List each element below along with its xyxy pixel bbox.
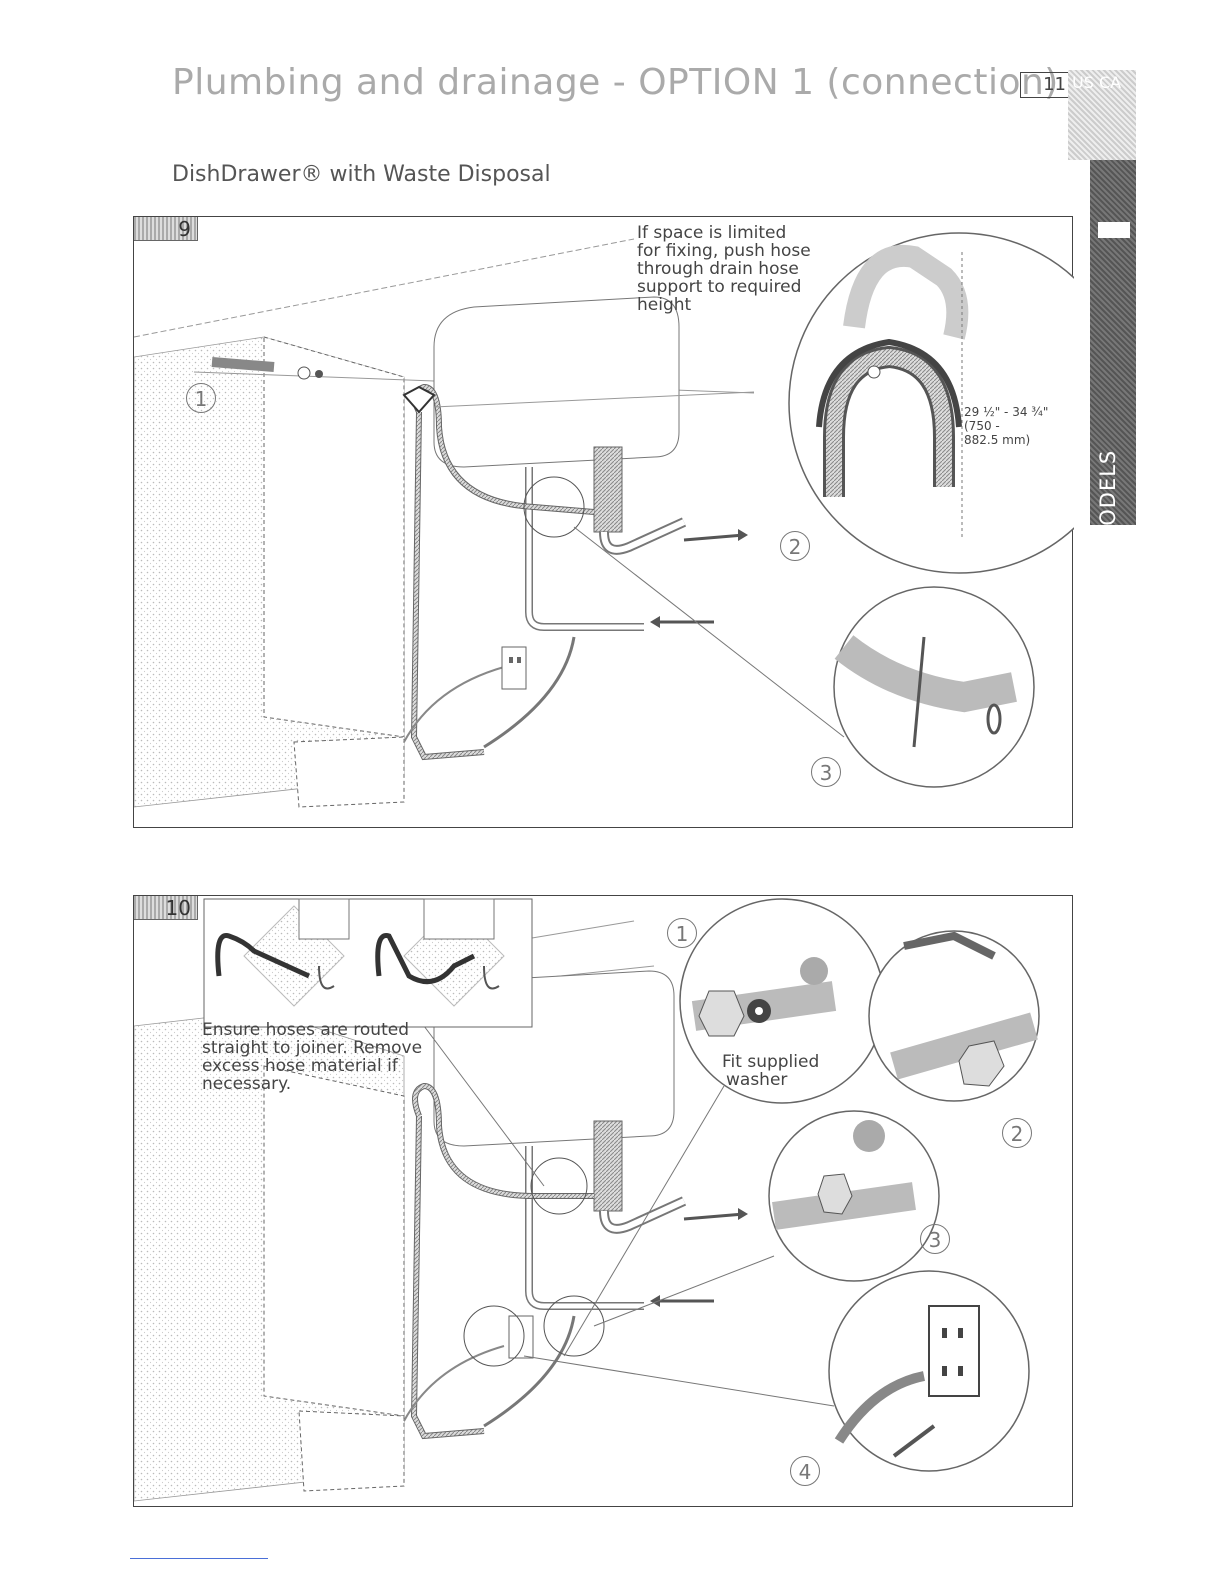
callout-2: 2: [1002, 1118, 1032, 1148]
step-10-note: Ensure hoses are routed straight to join…: [202, 1020, 423, 1094]
washer-note: Fit supplied washer: [722, 1052, 820, 1090]
step-9-panel: 9 If space is limited for fixing, push h…: [133, 216, 1074, 828]
callout-2: 2: [780, 531, 810, 561]
page-title: Plumbing and drainage - OPTION 1 (connec…: [172, 62, 1059, 103]
side-tab: DOUBLE MODELS: [1090, 160, 1136, 646]
region-badge: US CA: [1068, 70, 1136, 160]
section-subtitle: DishDrawer® with Waste Disposal: [172, 162, 551, 187]
step-10-panel: 10 Ensure hoses are routed straight to j…: [133, 895, 1073, 1507]
callout-3: 3: [811, 757, 841, 787]
page-number: 11: [1020, 72, 1070, 98]
tab-square-icon: [1114, 222, 1130, 238]
step-9-illustration: [134, 232, 1074, 808]
callout-1: 1: [667, 918, 697, 948]
callout-1: 1: [186, 383, 216, 413]
tab-square-icon: [1098, 222, 1114, 238]
callout-3: 3: [920, 1224, 950, 1254]
callout-4: 4: [790, 1456, 820, 1486]
step-number: 10: [134, 896, 198, 920]
side-tab-label: DOUBLE MODELS: [1096, 449, 1120, 646]
footer-rule: [130, 1558, 268, 1559]
step-number: 9: [134, 217, 198, 241]
height-dimension: 29 ½" - 34 ¾" (750 - 882.5 mm): [964, 405, 1049, 447]
step-10-illustration: [134, 898, 1040, 1502]
step-9-note: If space is limited for fixing, push hos…: [637, 223, 811, 315]
